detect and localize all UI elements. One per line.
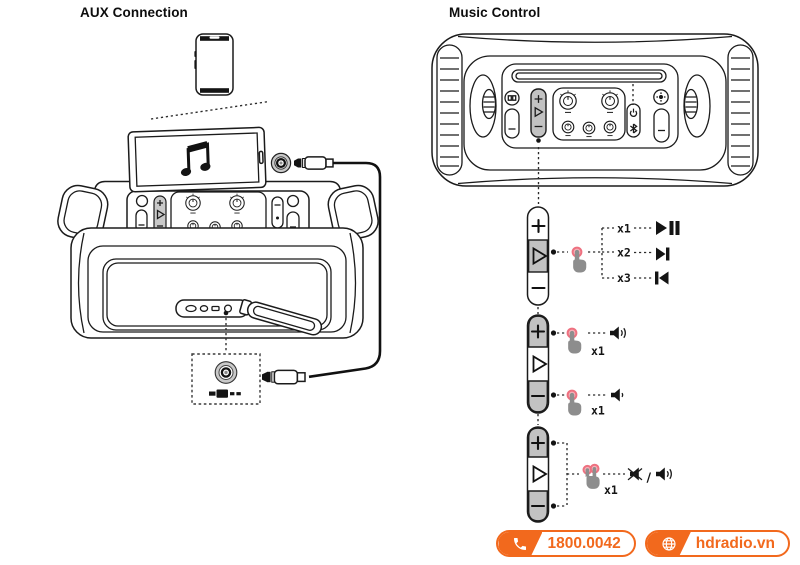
tap-count-label: x1 xyxy=(617,221,631,235)
music-control-diagram: x1 x2 x3 x1 x1 xyxy=(431,33,759,523)
hand-tap-icon xyxy=(566,389,583,417)
tap-count-label: x2 xyxy=(617,246,631,260)
volume-up-icon xyxy=(609,325,626,341)
mute-strip: x1 / xyxy=(526,426,672,523)
globe-icon xyxy=(647,532,691,555)
aux-plug-top xyxy=(294,156,334,170)
power-icon xyxy=(629,108,638,117)
tap-count-label: x1 xyxy=(604,483,618,497)
boombox-control-panel xyxy=(126,190,310,237)
music-note-icon xyxy=(180,141,211,177)
port-cover-flap xyxy=(239,299,323,336)
aux-port-panel xyxy=(175,299,249,318)
aux-plug-glyph xyxy=(209,389,241,398)
play-icon xyxy=(532,464,548,484)
power-bluetooth-pill xyxy=(626,103,641,138)
left-end-cap xyxy=(436,44,463,176)
source-button xyxy=(504,90,520,106)
hand-tap-icon xyxy=(571,246,588,274)
website-url: hdradio.vn xyxy=(695,534,775,552)
aux-section-title: AUX Connection xyxy=(80,5,188,20)
volume-pill-button xyxy=(653,108,670,143)
headphone-jack-icon xyxy=(270,152,292,174)
footer-badges: 1800.0042 hdradio.vn xyxy=(496,530,790,557)
strip-callout-dot xyxy=(536,138,541,143)
plus-button xyxy=(530,324,546,339)
cable-line xyxy=(308,161,382,379)
speaker-top-view xyxy=(431,33,759,187)
tap-dot xyxy=(550,503,557,509)
two-finger-tap-icon xyxy=(582,463,601,490)
tap-dot xyxy=(550,392,557,398)
left-handle-cap xyxy=(57,184,109,241)
minus-pill-button xyxy=(504,108,520,139)
aux-cable xyxy=(262,156,382,385)
bluetooth-icon xyxy=(630,123,638,134)
aux-connection-diagram xyxy=(57,33,382,405)
mute-icon xyxy=(627,466,643,482)
left-grip-oval xyxy=(469,74,497,138)
light-button xyxy=(286,194,300,208)
volume-up-icon xyxy=(655,466,672,482)
tap-dot xyxy=(550,440,557,446)
light-button xyxy=(653,89,669,105)
volume-strip: x1 x1 xyxy=(526,314,626,418)
tap-count-label: x3 xyxy=(617,271,631,285)
hotline-badge[interactable]: 1800.0042 xyxy=(496,530,636,557)
top-control-panel xyxy=(501,63,679,149)
eq-knobs-panel xyxy=(552,87,626,141)
speaker-deck xyxy=(463,55,727,171)
next-track-icon xyxy=(656,247,670,261)
plus-button xyxy=(530,435,546,451)
hotline-number: 1800.0042 xyxy=(547,534,621,552)
right-grip-oval xyxy=(683,74,711,138)
play-strip: x1 x2 x3 xyxy=(526,206,680,306)
speaker-body xyxy=(431,33,759,187)
play-pause-icon xyxy=(656,221,680,235)
aux-port-detail-box xyxy=(191,353,261,405)
boombox-illustration xyxy=(57,126,379,339)
port-callout-dot xyxy=(223,310,229,316)
plus-button xyxy=(531,218,546,234)
volume-down-icon xyxy=(610,387,624,403)
phone-illustration xyxy=(194,33,234,96)
tap-dot xyxy=(550,330,557,336)
tap-count-label: x1 xyxy=(591,344,605,358)
phone-icon xyxy=(498,532,542,555)
play-icon xyxy=(532,246,548,266)
aux-plug-bottom xyxy=(262,369,306,385)
source-button xyxy=(135,194,149,208)
front-grille xyxy=(70,227,364,339)
separator-slash: / xyxy=(647,470,652,485)
tap-dot xyxy=(550,249,557,255)
hand-tap-icon xyxy=(566,327,583,355)
right-end-cap xyxy=(727,44,754,176)
website-badge[interactable]: hdradio.vn xyxy=(644,530,790,557)
play-icon xyxy=(532,354,548,374)
playback-strip-highlighted xyxy=(530,88,547,143)
dotted-guide-line xyxy=(150,100,270,120)
music-section-title: Music Control xyxy=(449,5,541,20)
tap-count-label: x1 xyxy=(591,404,605,418)
docked-tablet xyxy=(127,126,267,193)
speaker-slot xyxy=(511,69,667,83)
previous-track-icon xyxy=(655,271,669,285)
aux-jack-icon xyxy=(214,361,238,384)
